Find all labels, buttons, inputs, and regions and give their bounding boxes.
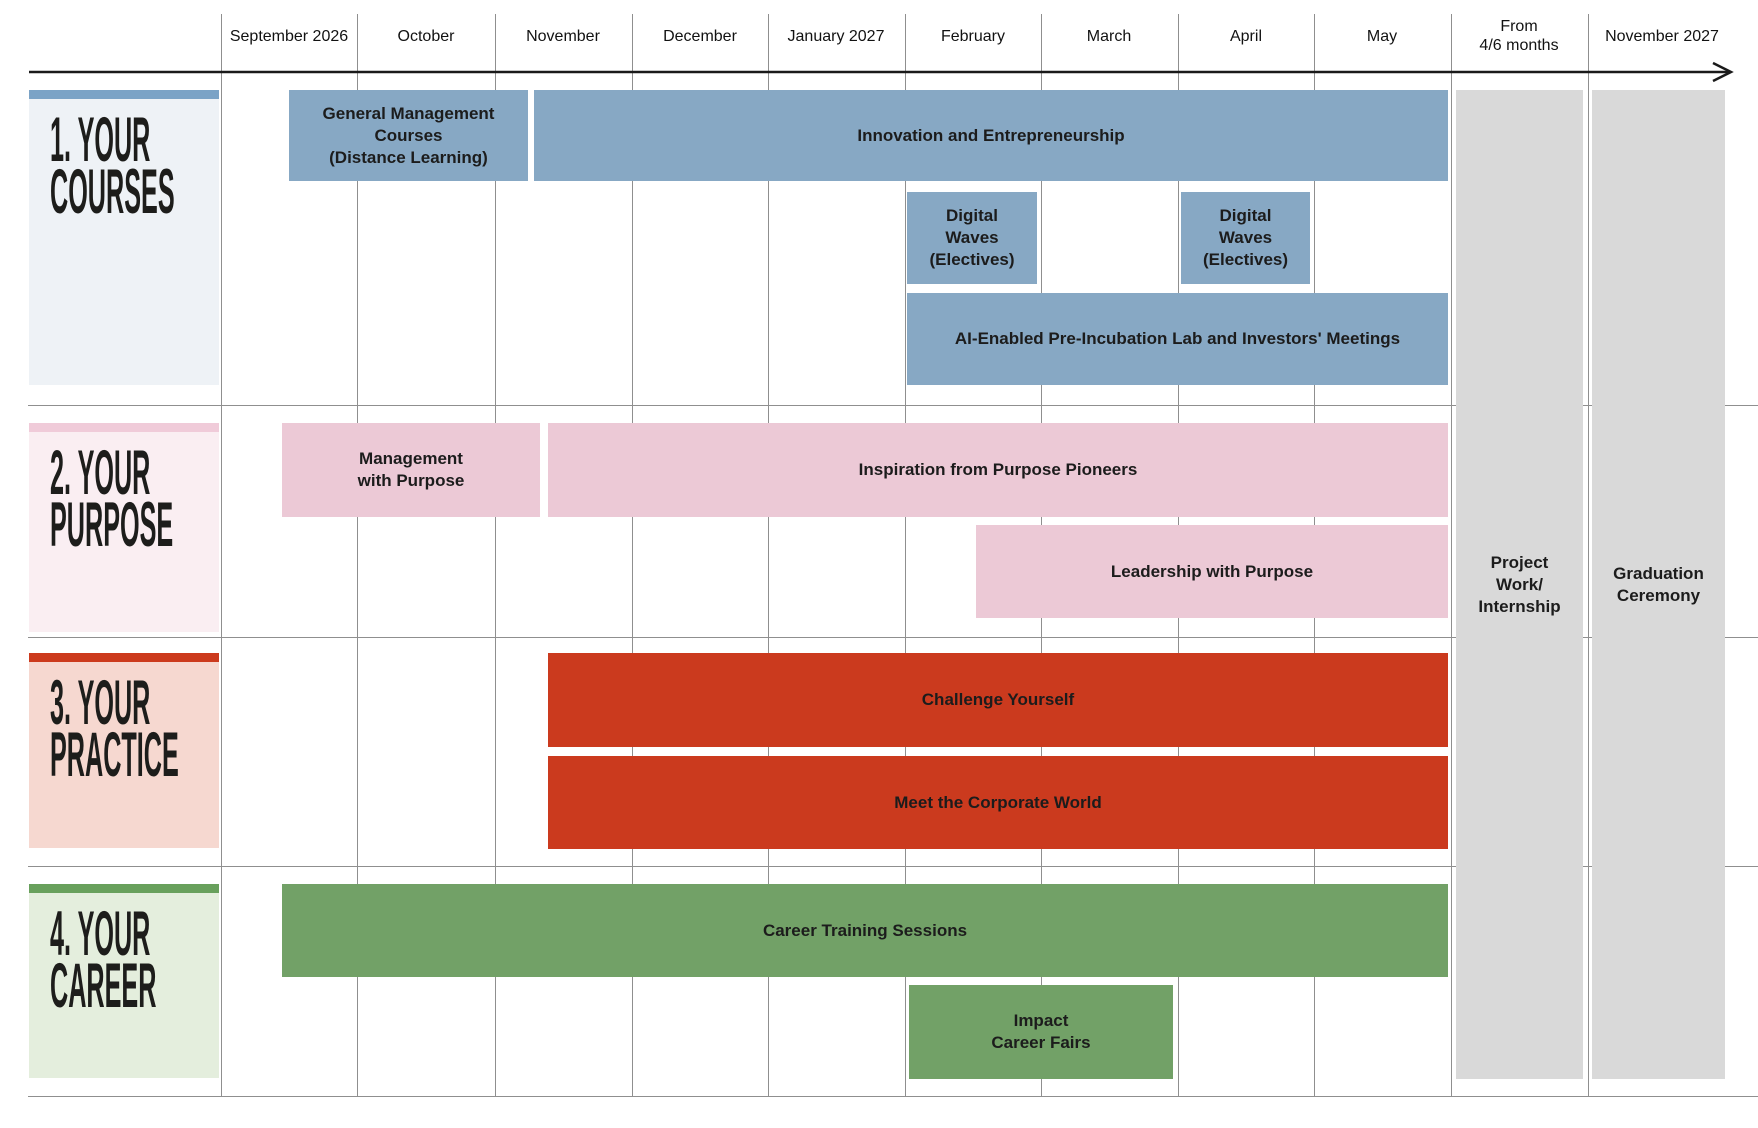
track-color-strip-your-courses [29, 90, 219, 99]
month-column-label-march: March [1086, 27, 1132, 45]
side-column-graduation-ceremony: Graduation Ceremony [1592, 90, 1725, 1079]
grid-vline [768, 14, 769, 1096]
grid-vline [1451, 14, 1452, 1096]
row-separator-line [28, 405, 1758, 406]
gantt-bar-meet-the-corporate-world: Meet the Corporate World [548, 756, 1448, 849]
track-color-strip-your-practice [29, 653, 219, 662]
month-column-label-november-2027: November 2027 [1605, 27, 1719, 45]
track-color-strip-your-purpose [29, 423, 219, 432]
grid-vline [905, 14, 906, 1096]
gantt-bar-digital-waves-electives-feb: Digital Waves (Electives) [907, 192, 1037, 284]
track-title-your-purpose: 2. YOUR PURPOSE [50, 438, 174, 560]
gantt-bar-digital-waves-electives-apr: Digital Waves (Electives) [1181, 192, 1310, 284]
gantt-bar-challenge-yourself: Challenge Yourself [548, 653, 1448, 747]
gantt-bar-inspiration-from-purpose-pioneers: Inspiration from Purpose Pioneers [548, 423, 1448, 517]
gantt-bar-innovation-and-entrepreneurship: Innovation and Entrepreneurship [534, 90, 1448, 181]
gantt-bar-ai-enabled-pre-incubation-lab: AI-Enabled Pre-Incubation Lab and Invest… [907, 293, 1448, 385]
month-column-label-may: May [1366, 27, 1398, 45]
month-column-label-september-2026: September 2026 [229, 27, 349, 45]
track-label-block-your-courses: 1. YOUR COURSES [29, 90, 219, 385]
month-column-label-january-2027: January 2027 [787, 27, 885, 45]
month-column-label-october: October [397, 27, 455, 45]
grid-vline [1588, 14, 1589, 1096]
track-label-block-your-purpose: 2. YOUR PURPOSE [29, 423, 219, 632]
row-separator-line [28, 1096, 1758, 1097]
row-separator-line [28, 637, 1758, 638]
gantt-bar-career-training-sessions: Career Training Sessions [282, 884, 1448, 977]
track-color-strip-your-career [29, 884, 219, 893]
month-column-label-february: February [940, 27, 1006, 45]
gantt-bar-management-with-purpose: Management with Purpose [282, 423, 540, 517]
track-label-block-your-career: 4. YOUR CAREER [29, 884, 219, 1078]
grid-vline [221, 14, 222, 1096]
grid-vline [357, 14, 358, 1096]
month-column-label-november: November [526, 27, 600, 45]
side-column-project-work-internship: Project Work/ Internship [1456, 90, 1583, 1079]
gantt-bar-leadership-with-purpose: Leadership with Purpose [976, 525, 1448, 618]
grid-vline [495, 14, 496, 1096]
month-column-label-april: April [1229, 27, 1262, 45]
track-title-your-practice: 3. YOUR PRACTICE [50, 668, 179, 790]
track-title-your-career: 4. YOUR CAREER [50, 899, 157, 1021]
month-column-label-from-4-6-months: From 4/6 months [1479, 18, 1559, 54]
month-column-label-december: December [663, 27, 737, 45]
gantt-bar-impact-career-fairs: Impact Career Fairs [909, 985, 1173, 1079]
gantt-bar-general-management-courses: General Management Courses (Distance Lea… [289, 90, 528, 181]
track-title-your-courses: 1. YOUR COURSES [50, 105, 175, 227]
track-label-block-your-practice: 3. YOUR PRACTICE [29, 653, 219, 848]
grid-vline [632, 14, 633, 1096]
row-separator-line [28, 866, 1758, 867]
